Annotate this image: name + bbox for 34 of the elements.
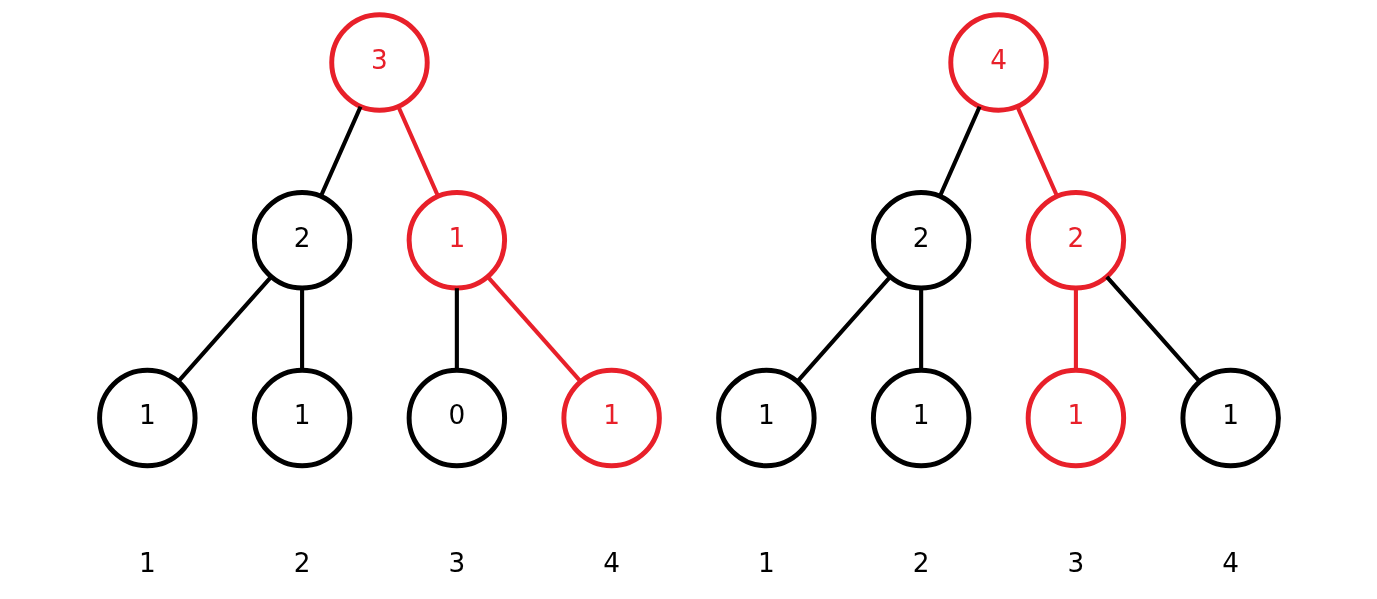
connector [1104, 275, 1201, 383]
node-circle: 1 [870, 367, 971, 469]
node-label: 3 [1067, 548, 1084, 579]
node-circle: 1 [406, 190, 507, 291]
node-label: 4 [602, 548, 620, 579]
node-circle: 1 [560, 367, 662, 469]
connector [1015, 105, 1059, 197]
connector [176, 275, 273, 383]
connector [396, 105, 440, 197]
connector [1073, 288, 1078, 370]
node-circle: 2 [1025, 190, 1126, 291]
node-label: 2 [912, 548, 930, 579]
node-circle: 1 [1025, 367, 1126, 469]
connector [318, 105, 362, 197]
node-label: 2 [293, 548, 310, 579]
connector [795, 275, 892, 383]
node-circle: 3 [328, 12, 430, 113]
connector [454, 288, 459, 370]
node-circle: 0 [406, 367, 507, 469]
node-circle: 1 [251, 367, 352, 469]
node-circle: 1 [715, 367, 817, 469]
node-circle: 2 [870, 190, 971, 291]
node-circle: 2 [251, 190, 352, 291]
node-circle: 1 [1179, 367, 1281, 469]
node-label: 3 [447, 548, 465, 579]
node-circle: 1 [96, 367, 198, 469]
node-label: 1 [757, 548, 775, 579]
node-circle: 4 [947, 12, 1049, 113]
node-label: 1 [138, 548, 156, 579]
connector [918, 288, 923, 370]
node-label: 4 [1221, 548, 1239, 579]
connector [485, 275, 582, 383]
connector [299, 288, 304, 370]
connector [937, 105, 981, 197]
